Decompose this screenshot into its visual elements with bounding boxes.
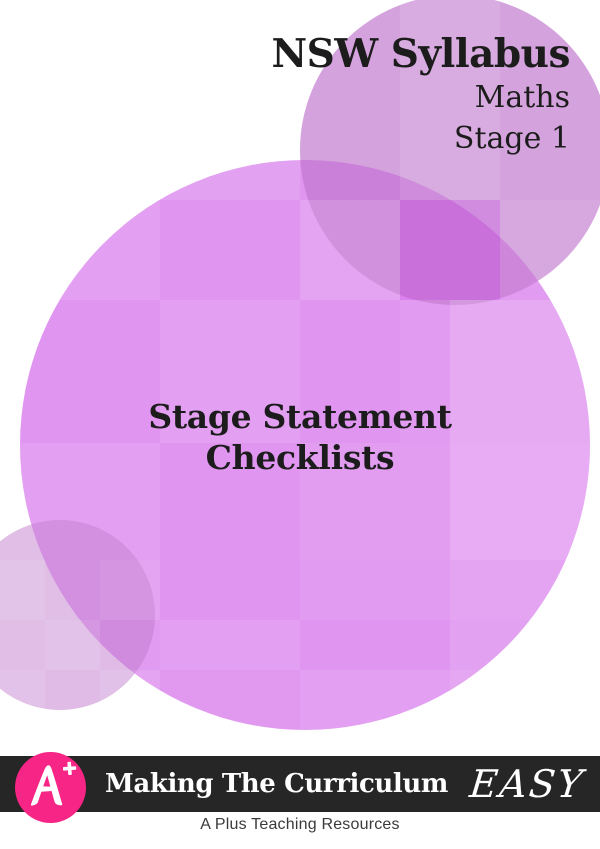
cover-title-block: NSW Syllabus Maths Stage 1 bbox=[272, 34, 571, 158]
logo-plus-sign bbox=[62, 761, 77, 776]
logo-letter-a-stroke bbox=[30, 765, 63, 806]
stage-subtitle: Stage 1 bbox=[453, 120, 570, 156]
footer-branding: Making The Curriculum EASY A Plus Teachi… bbox=[0, 750, 600, 849]
a-plus-logo-icon bbox=[30, 761, 77, 806]
brand-accent-text: EASY bbox=[467, 762, 587, 806]
center-heading-line2: Checklists bbox=[205, 437, 395, 477]
page-title: NSW Syllabus bbox=[271, 31, 571, 77]
bottom-left-circle bbox=[0, 520, 155, 710]
subject-subtitle: Maths bbox=[474, 79, 570, 115]
footer-dark-bar bbox=[0, 756, 600, 812]
cover-center-heading: Stage Statement Checklists bbox=[0, 397, 600, 478]
center-heading-line1: Stage Statement bbox=[148, 397, 452, 436]
brand-text-row: Making The Curriculum EASY bbox=[105, 756, 595, 812]
brand-primary-text: Making The Curriculum bbox=[105, 769, 448, 799]
footer-tagline: A Plus Teaching Resources bbox=[200, 816, 400, 833]
